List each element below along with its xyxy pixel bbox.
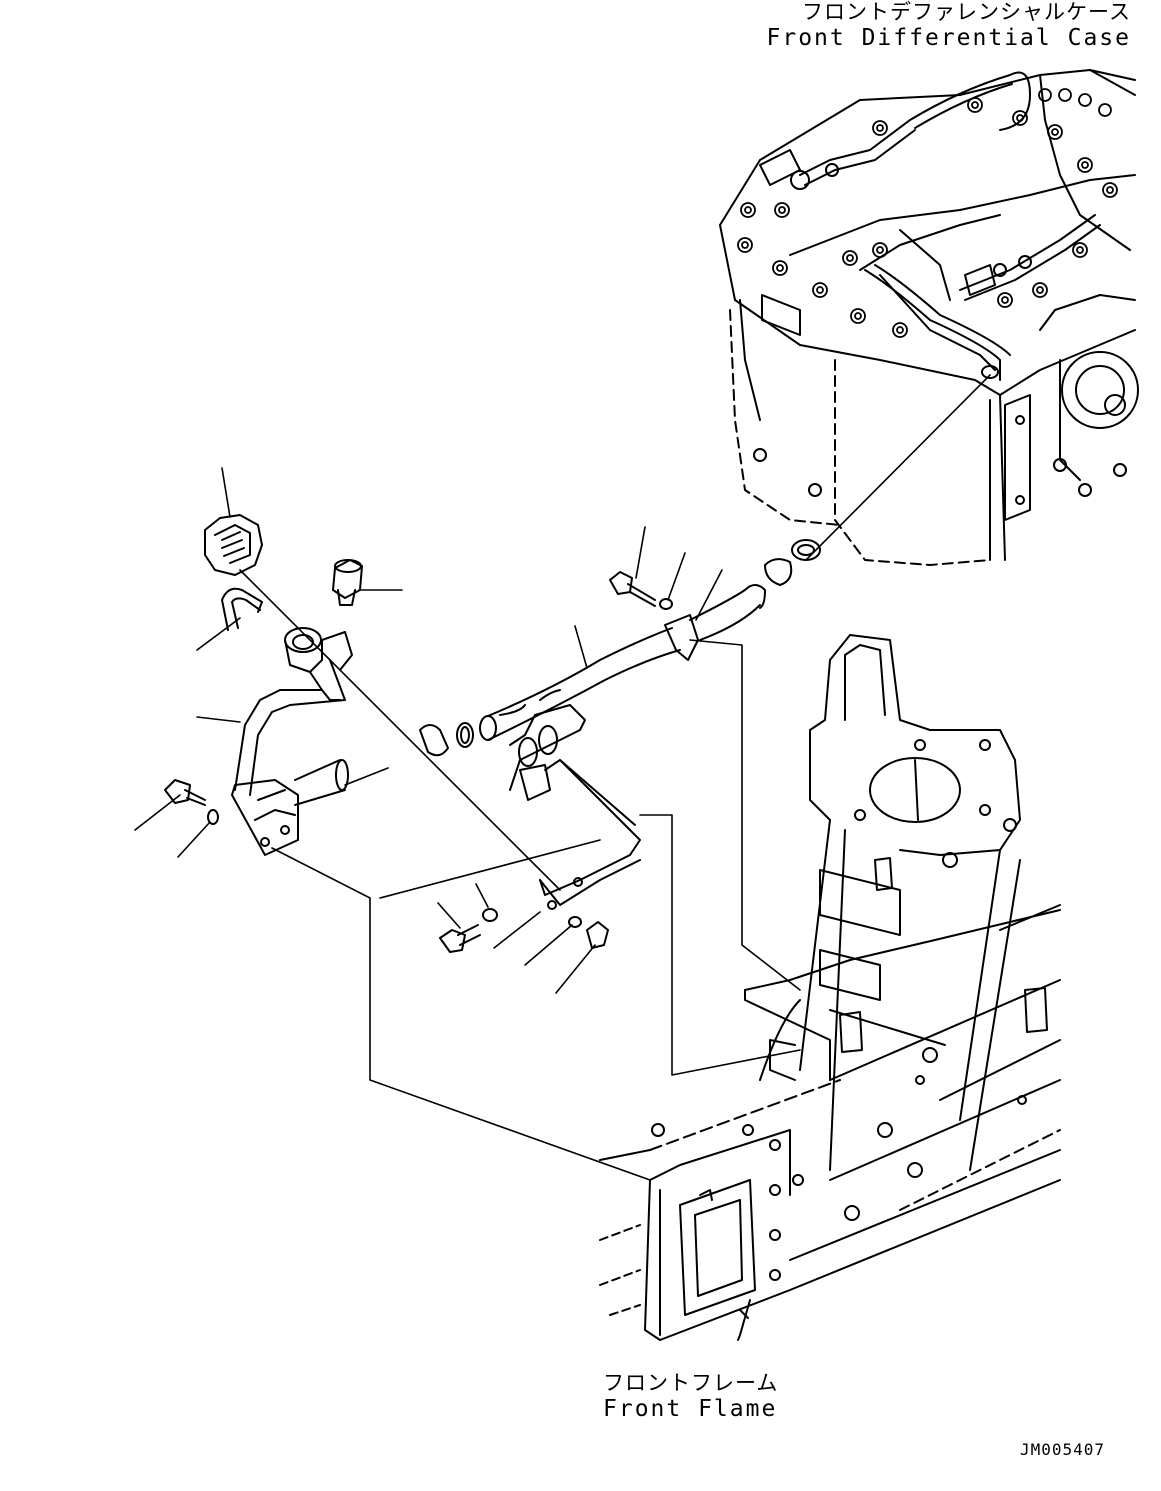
- drawing-id: JM005407: [1020, 1440, 1106, 1459]
- callout-lines: [134, 374, 991, 1181]
- front-frame: [599, 634, 1061, 1341]
- front-differential-case-label-jp: フロントデファレンシャルケース: [802, 0, 1131, 24]
- hose-and-bracket: [419, 539, 821, 953]
- front-frame-label-en: Front Flame: [603, 1396, 778, 1422]
- front-frame-label-jp: フロントフレーム: [603, 1371, 779, 1395]
- front-differential-case-label: フロントデファレンシャルケース Front Differential Case: [767, 2, 1132, 50]
- filler-pipe-assembly: [164, 514, 363, 856]
- front-differential-case-label-en: Front Differential Case: [766, 25, 1131, 51]
- front-frame-label: フロントフレーム Front Flame: [603, 1371, 779, 1422]
- front-differential-case: [719, 69, 1139, 566]
